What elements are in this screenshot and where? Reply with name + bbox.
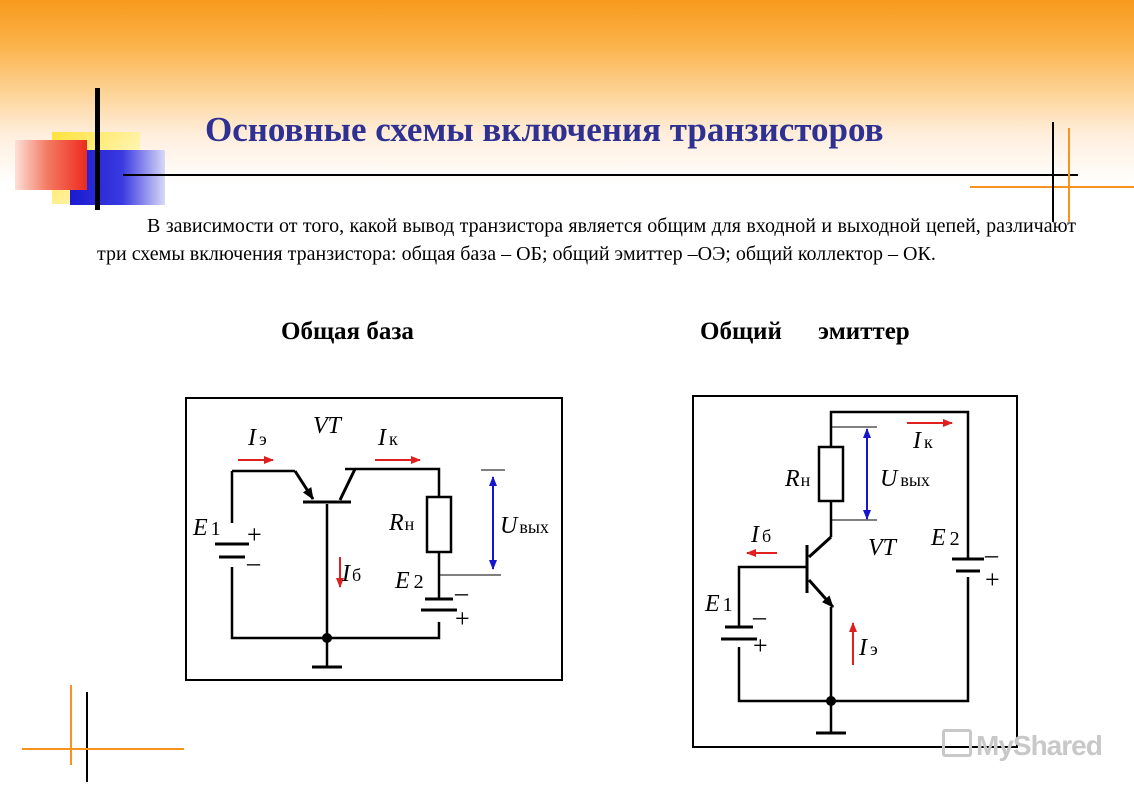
common-base-node xyxy=(322,633,332,643)
deco-vertical-line-right-2 xyxy=(1068,128,1070,222)
deco-horizontal-line-bl xyxy=(22,748,184,750)
label-e1-minus: – xyxy=(246,548,261,577)
watermark-icon xyxy=(942,729,972,757)
deco-red-square xyxy=(15,140,87,190)
label-e2-minus: – xyxy=(984,540,999,569)
label-vt: VT xyxy=(868,535,898,561)
common-base-battery-e2 xyxy=(421,597,457,612)
common-base-battery-e1 xyxy=(215,542,249,559)
common-emitter-wires xyxy=(737,410,970,733)
common-base-transistor xyxy=(293,468,357,504)
common-emitter-resistor xyxy=(817,445,845,503)
common-emitter-transistor xyxy=(805,535,835,608)
deco-vertical-line-bl-1 xyxy=(70,685,72,765)
caption-common-base: Общая база xyxy=(281,318,414,345)
intro-text: В зависимости от того, какой вывод транз… xyxy=(97,215,1076,265)
label-rn: Rн xyxy=(784,466,811,492)
slide-title: Основные схемы включения транзисторов xyxy=(205,110,884,149)
label-e2-plus: + xyxy=(455,604,470,633)
deco-vertical-line-bl-2 xyxy=(86,692,88,782)
common-base-wires xyxy=(230,467,441,667)
label-e2-minus: – xyxy=(454,578,469,607)
common-emitter-frame xyxy=(692,395,1018,748)
common-emitter-battery-e2 xyxy=(952,557,984,573)
deco-vertical-bar xyxy=(95,88,100,210)
common-emitter-node xyxy=(826,696,836,706)
watermark-logo: MyShared xyxy=(942,729,1103,762)
deco-vertical-line-right-1 xyxy=(1052,122,1054,222)
label-vt: VT xyxy=(313,413,343,439)
label-e2-plus: + xyxy=(985,565,1000,594)
watermark-text: MyShared xyxy=(976,730,1103,761)
intro-paragraph: В зависимости от того, какой вывод транз… xyxy=(97,212,1076,268)
label-e1-plus: + xyxy=(753,631,768,660)
deco-horizontal-bar xyxy=(123,174,1078,176)
common-emitter-battery-e1 xyxy=(721,625,757,641)
label-e1-minus: – xyxy=(752,602,767,631)
caption-common-emitter: Общий эмиттер xyxy=(700,318,910,345)
label-rn: Rн xyxy=(388,510,415,536)
common-base-frame xyxy=(185,397,563,681)
common-base-resistor xyxy=(425,495,453,554)
label-e1-plus: + xyxy=(247,520,262,549)
